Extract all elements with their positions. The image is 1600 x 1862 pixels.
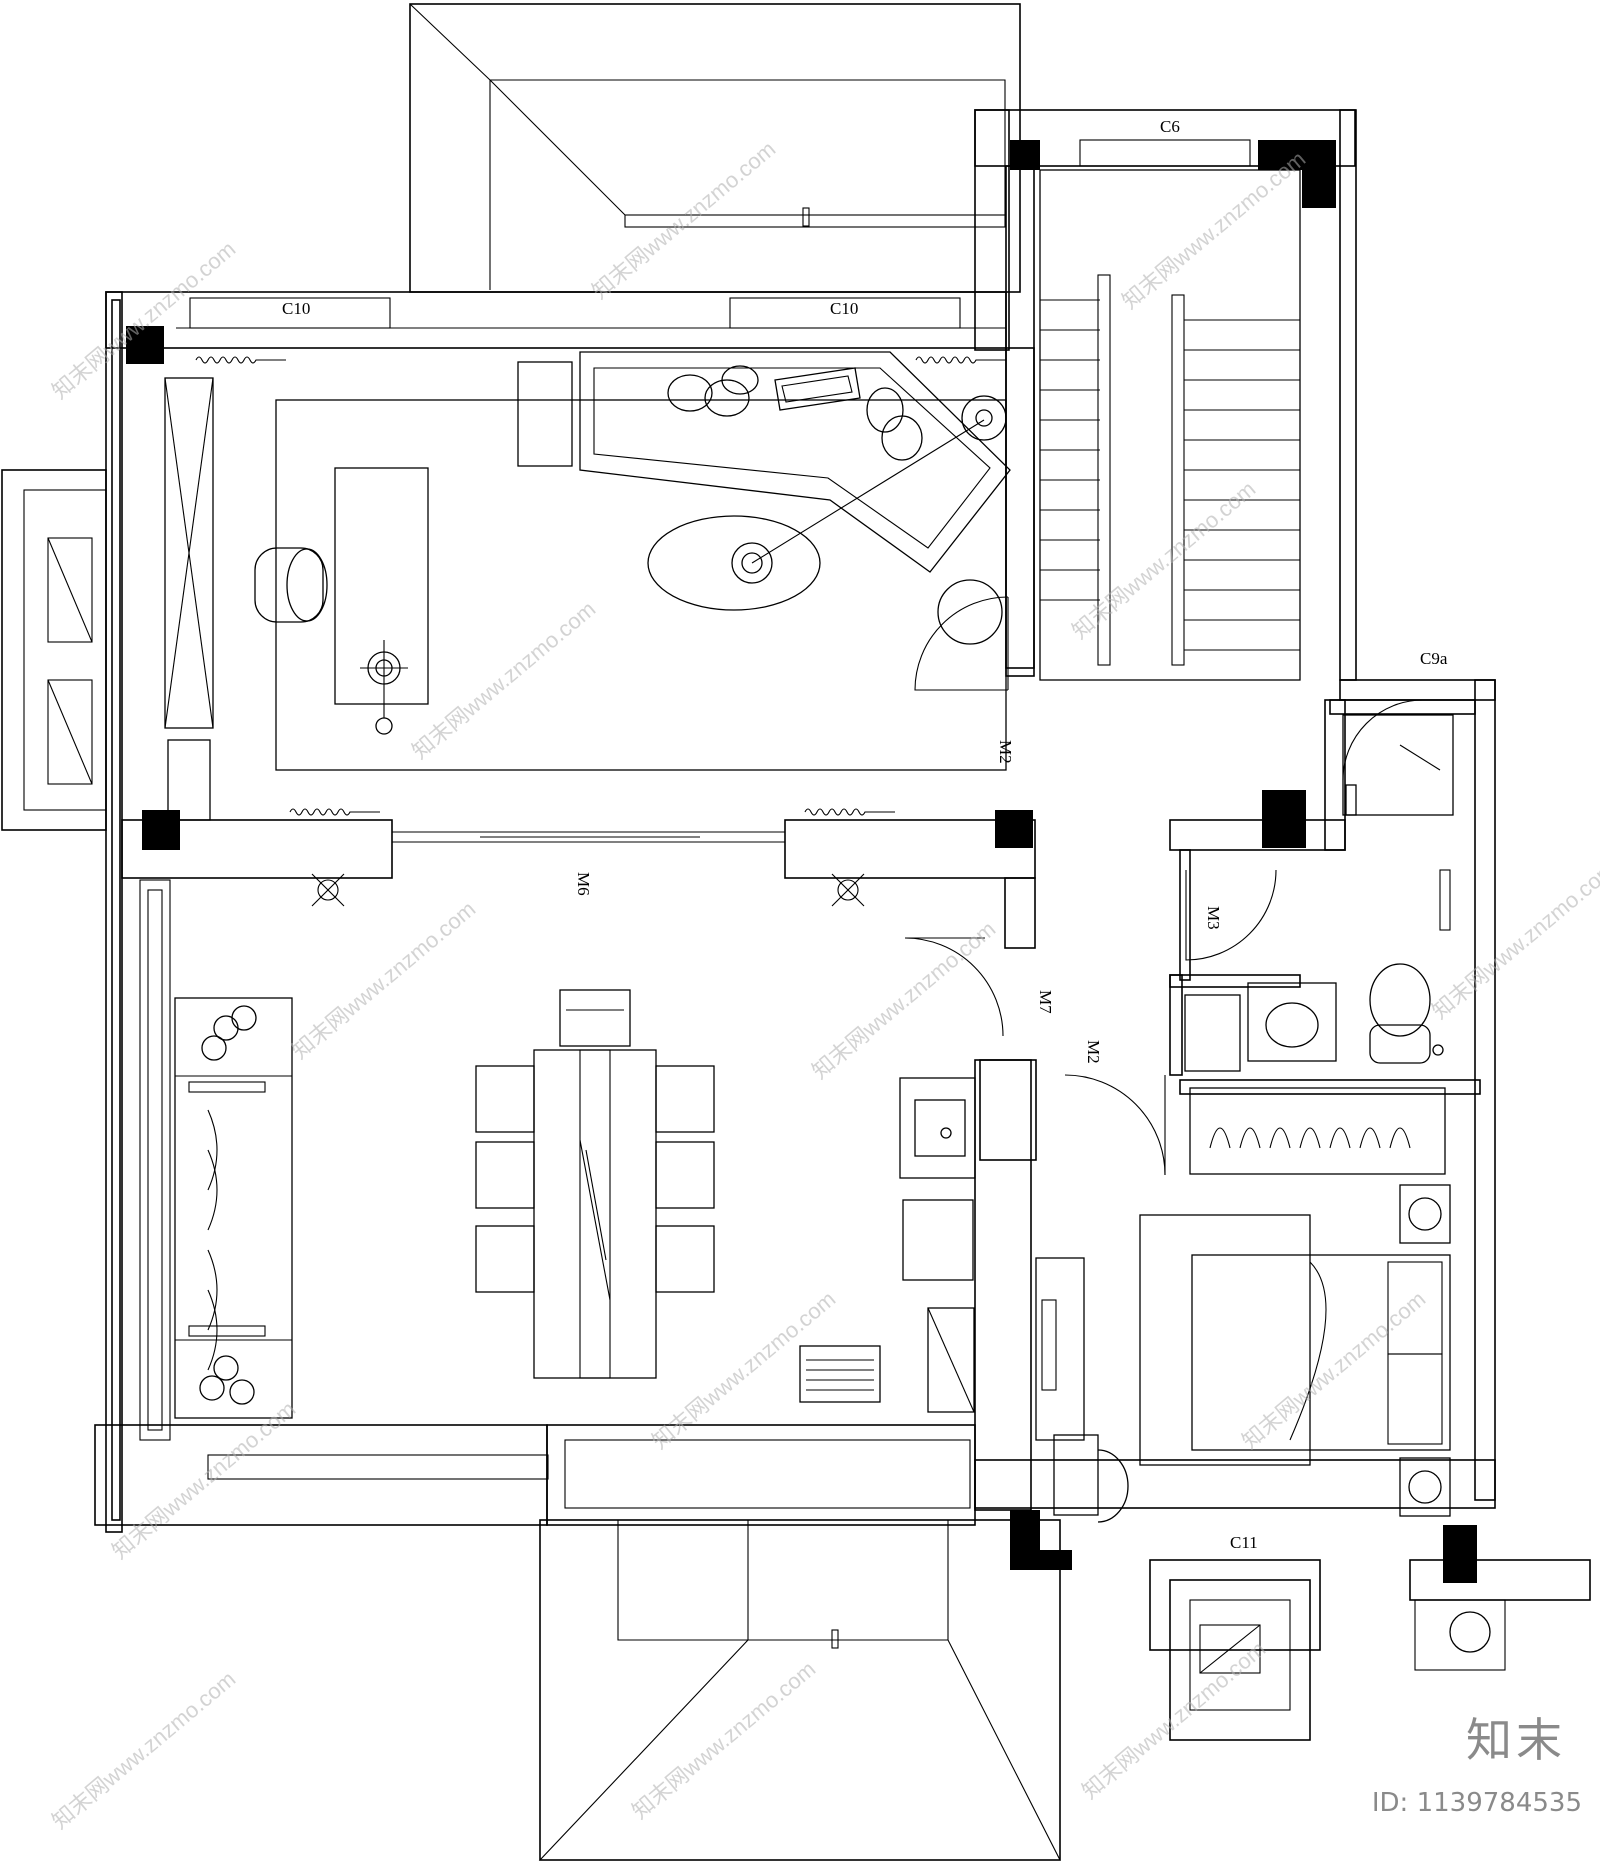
- exterior-walls: [94, 109, 1496, 1533]
- watermark-text: 知末网www.znzmo.com: [287, 896, 480, 1064]
- interior-walls: [121, 347, 1481, 1161]
- watermark-text: 知末网www.znzmo.com: [627, 1656, 820, 1824]
- west-bay-window: [1, 469, 107, 831]
- watermark-text: 知末网www.znzmo.com: [47, 1666, 240, 1834]
- bathroom-door-m3: [1185, 869, 1277, 961]
- watermark-text: 知末网www.znzmo.com: [587, 136, 780, 304]
- door-label-m6: M6: [574, 872, 593, 896]
- window-label-c10-left: C10: [282, 299, 310, 318]
- staircase: [1039, 169, 1301, 681]
- door-label-m2-study: M2: [996, 740, 1015, 764]
- watermark-text: 知末网www.znzmo.com: [807, 916, 1000, 1084]
- door-label-m7: M7: [1036, 990, 1055, 1014]
- window-label-c9a: C9a: [1420, 649, 1448, 668]
- watermark-text: 知末网www.znzmo.com: [1077, 1636, 1270, 1804]
- image-id: ID: 1139784535: [1371, 1788, 1582, 1818]
- window-label-c6: C6: [1160, 117, 1180, 136]
- living-door-m7: [904, 937, 1004, 1037]
- watermark: 知末网www.znzmo.com 知末网www.znzmo.com 知末网www…: [47, 136, 1600, 1834]
- door-label-m3: M3: [1204, 906, 1223, 930]
- brand-logo-text: 知末: [1466, 1713, 1566, 1767]
- south-roof: [538, 1519, 1061, 1861]
- window-label-c11: C11: [1230, 1533, 1258, 1552]
- door-label-m2-bedroom: M2: [1084, 1040, 1103, 1064]
- north-roof: [409, 3, 1021, 293]
- window-label-c10-right: C10: [830, 299, 858, 318]
- watermark-text: 知末网www.znzmo.com: [1237, 1286, 1430, 1454]
- west-balustrade: [139, 879, 171, 1441]
- watermark-text: 知末网www.znzmo.com: [107, 1396, 300, 1564]
- living-dining-room: [174, 873, 976, 1419]
- structural-columns: [126, 140, 1477, 1583]
- study-room: [164, 351, 1011, 821]
- bedroom: [1035, 1087, 1451, 1523]
- door-labels: M2 M6 M3 M7 M2: [574, 740, 1223, 1064]
- wc: [1342, 699, 1454, 816]
- bedroom-door-m2: [1064, 1074, 1166, 1176]
- watermark-text: 知末网www.znzmo.com: [47, 236, 240, 404]
- watermark-text: 知末网www.znzmo.com: [1427, 856, 1600, 1024]
- window-labels: C10 C10 C6 C9a C11: [282, 117, 1448, 1552]
- bathroom: [1184, 869, 1451, 1072]
- study-door-m2: [914, 596, 1009, 691]
- watermark-text: 知末网www.znzmo.com: [1117, 146, 1310, 314]
- watermark-text: 知末网www.znzmo.com: [407, 596, 600, 764]
- southeast-bay: [1149, 1559, 1591, 1741]
